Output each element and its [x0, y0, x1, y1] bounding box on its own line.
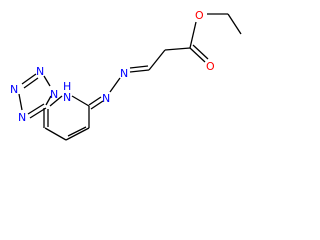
label-o-carbonyl: O: [206, 60, 215, 73]
molecule-svg: O O N N N H N N N N: [10, 9, 242, 141]
bond-nbridge-c8a: [45, 95, 52, 106]
bond-n-c6-double-b: [88, 96, 102, 106]
bond-c8a-n-b: [27, 103, 45, 115]
bond-carbonyl-double-a: [189, 47, 206, 63]
bond-n-n-tz1: [18, 93, 23, 111]
bond-o-carbonyl-c: [189, 21, 197, 49]
label-n-hydrazone-2: N: [102, 92, 110, 105]
label-n-nh: N: [63, 91, 71, 104]
bonds: [18, 13, 242, 141]
bond-carbonyl-ch2: [164, 47, 191, 51]
bond-carbonyl-double-b: [192, 44, 209, 60]
bond-nh-c8a: [49, 95, 63, 107]
bond-ethyl-ch3: [227, 13, 242, 35]
bond-n-c6-double-a: [90, 100, 104, 110]
bond-ch-n-double-a: [129, 69, 150, 73]
bond-n-n-tz2-b: [23, 77, 39, 89]
bond-ch-n-double-b: [129, 65, 149, 69]
label-n-tetrazole-3: N: [18, 111, 26, 124]
bond-c7-c6b-b: [67, 126, 87, 137]
bond-c7-c6b-a: [65, 127, 90, 141]
label-n-tetrazole-2: N: [10, 83, 18, 96]
structure-diagram: O O N N N H N N N N: [10, 9, 242, 141]
bond-c8a-n-a: [29, 107, 47, 119]
label-o-ester: O: [195, 9, 204, 22]
bond-c8-c7: [44, 127, 67, 141]
bond-ch2-ch: [148, 49, 166, 71]
label-n-tetrazole-1: N: [36, 65, 44, 78]
bond-n-n: [109, 77, 121, 93]
bond-c6-nh: [71, 95, 90, 107]
bond-n-nbridge: [43, 75, 51, 87]
label-n-bridge: N: [50, 88, 58, 101]
label-n-hydrazone-1: N: [120, 67, 128, 80]
atom-labels: O O N N N H N N N N: [10, 9, 215, 124]
label-h-nh: H: [63, 80, 71, 93]
bond-n-n-tz2-a: [21, 73, 37, 85]
